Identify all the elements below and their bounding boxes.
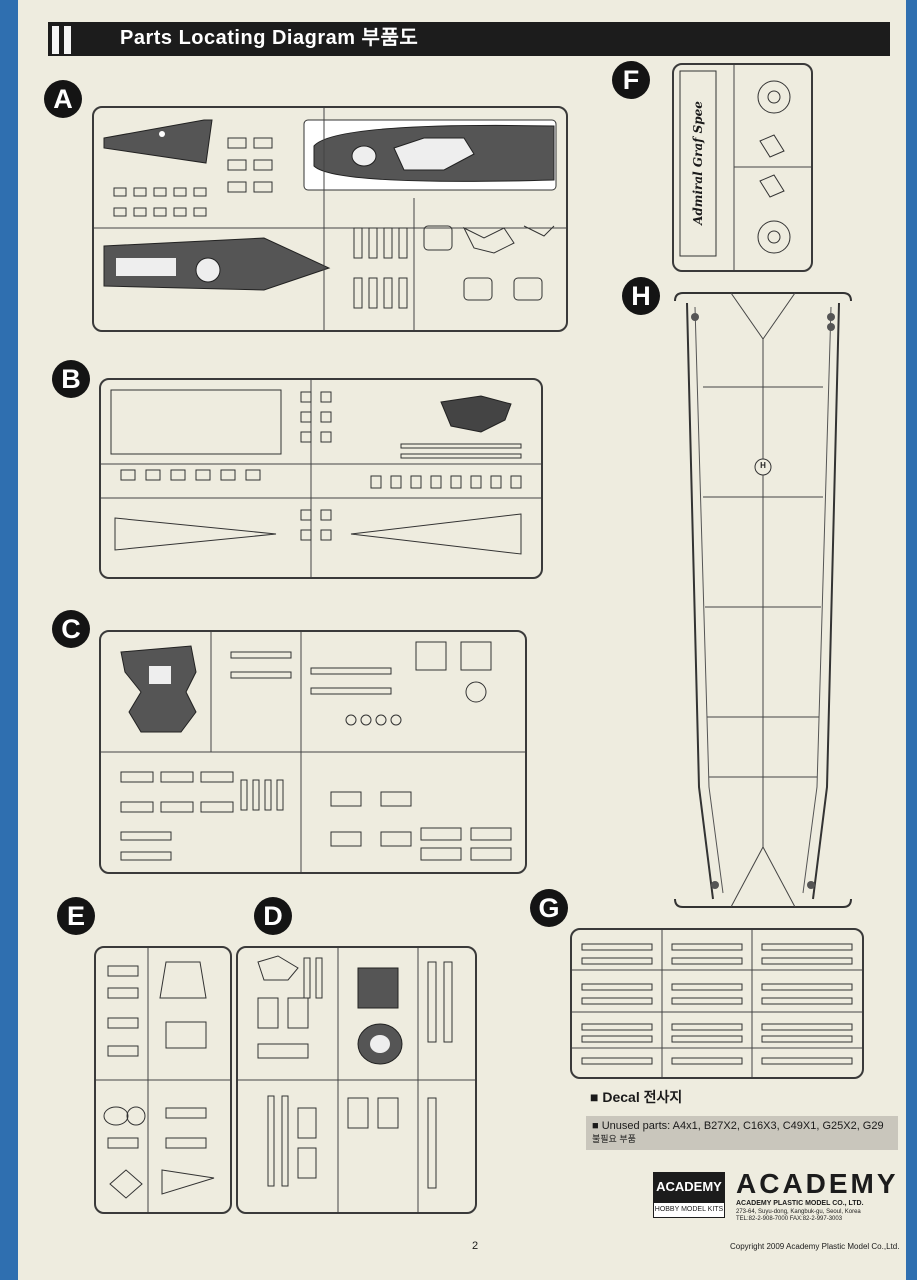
- sprue-label-e: E: [57, 897, 95, 935]
- decal-label: ■ Decal 전사지: [590, 1089, 683, 1105]
- sprue-label-b: B: [52, 360, 90, 398]
- badge-top-text: ACADEMY: [653, 1172, 725, 1202]
- sprue-label-a: A: [44, 80, 82, 118]
- sprue-e: [94, 946, 232, 1214]
- sprue-label-d: D: [254, 897, 292, 935]
- sprue-a-drawing: [94, 108, 566, 330]
- header-bar: [48, 22, 890, 56]
- sprue-c: [99, 630, 527, 874]
- unused-parts-note: ■ Unused parts: A4x1, B27X2, C16X3, C49X…: [586, 1116, 898, 1150]
- header-stripe: [64, 26, 71, 54]
- sprue-label-h: H: [622, 277, 660, 315]
- sprue-f-drawing: [679, 65, 811, 270]
- unused-parts-list: ■ Unused parts: A4x1, B27X2, C16X3, C49X…: [592, 1120, 884, 1132]
- sprue-h: H: [673, 287, 853, 912]
- sprue-label-g: G: [530, 889, 568, 927]
- sprue-e-drawing: [96, 948, 230, 1212]
- copyright-text: Copyright 2009 Academy Plastic Model Co.…: [730, 1242, 900, 1251]
- sprue-b: [99, 378, 543, 579]
- unused-parts-korean: 불필요 부품: [592, 1134, 636, 1144]
- badge-bottom-text: HOBBY MODEL KITS: [653, 1202, 725, 1218]
- sprue-h-drawing: [674, 292, 852, 908]
- page-number: 2: [472, 1240, 479, 1252]
- academy-badge-logo: ACADEMY HOBBY MODEL KITS: [653, 1172, 725, 1218]
- address-line: 273-64, Suyu-dong, Kangbuk-gu, Seoul, Ko…: [736, 1209, 861, 1215]
- sprue-label-c: C: [52, 610, 90, 648]
- company-name: ACADEMY PLASTIC MODEL CO., LTD.: [736, 1200, 864, 1207]
- phone-line: TEL:82-2-908-7000 FAX:82-2-997-3003: [736, 1216, 843, 1222]
- sprue-g: [570, 928, 864, 1079]
- header-stripe: [52, 26, 59, 54]
- sprue-b-drawing: [101, 380, 541, 577]
- instruction-page: Parts Locating Diagram 부품도 A: [18, 0, 906, 1280]
- sprue-a: [92, 106, 568, 332]
- academy-brand-logo: ACADEMY: [736, 1168, 899, 1199]
- nameplate-text: Admiral Graf Spee: [691, 101, 705, 225]
- sprue-g-drawing: [572, 930, 862, 1077]
- sprue-f: Admiral Graf Spee: [672, 63, 813, 272]
- sprue-d-drawing: [238, 948, 475, 1212]
- page-title: Parts Locating Diagram 부품도: [120, 27, 419, 49]
- sprue-c-drawing: [101, 632, 525, 872]
- sprue-label-f: F: [612, 61, 650, 99]
- company-address: 273-64, Suyu-dong, Kangbuk-gu, Seoul, Ko…: [736, 1209, 861, 1223]
- sprue-h-center-label: H: [760, 461, 766, 470]
- sprue-d: [236, 946, 477, 1214]
